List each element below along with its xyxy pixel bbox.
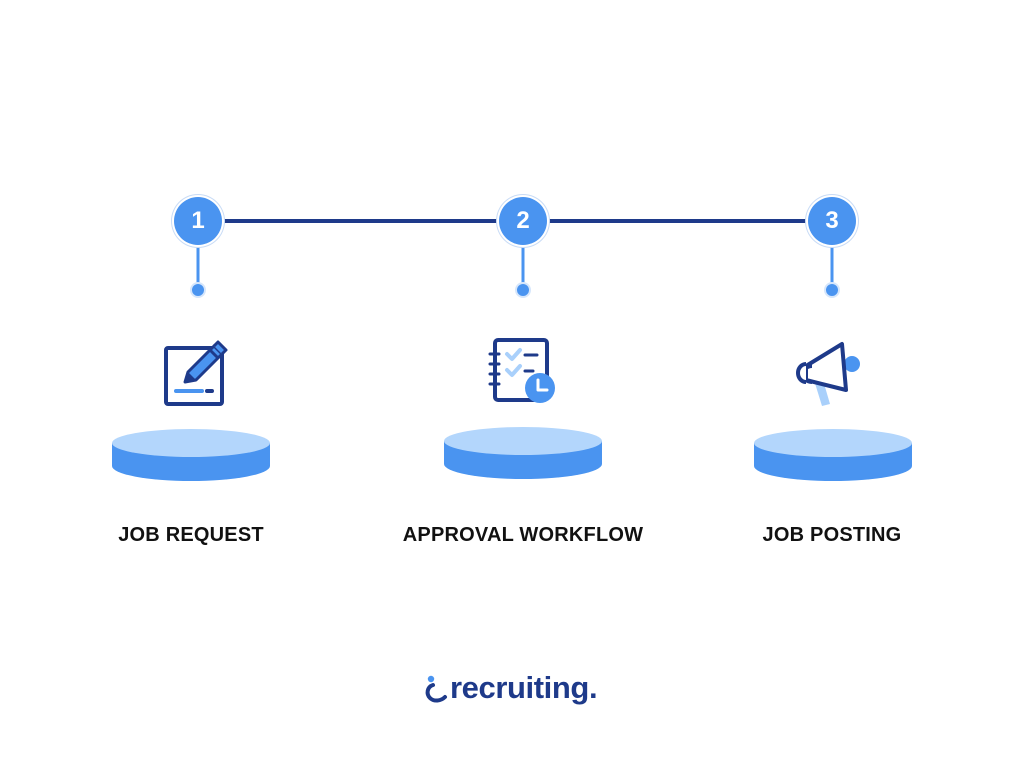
step-label-3: JOB POSTING (762, 524, 902, 546)
step-number-2: 2 (499, 197, 547, 245)
person-logo-icon (425, 675, 447, 703)
stem-dot-3 (824, 282, 840, 298)
stem-dot-2 (515, 282, 531, 298)
edit-document-icon (158, 334, 238, 414)
step-number-1: 1 (174, 197, 222, 245)
podium-1 (112, 429, 270, 481)
brand-logo: recruiting. (424, 668, 634, 712)
step-number-3: 3 (808, 197, 856, 245)
stem-dot-1 (190, 282, 206, 298)
podium-3 (754, 429, 912, 481)
megaphone-icon (792, 334, 872, 414)
podium-2 (444, 427, 602, 479)
brand-name: recruiting. (450, 670, 598, 705)
step-label-2: APPROVAL WORKFLOW (402, 524, 644, 546)
step-label-1: JOB REQUEST (118, 524, 264, 546)
checklist-clock-icon (483, 334, 563, 414)
